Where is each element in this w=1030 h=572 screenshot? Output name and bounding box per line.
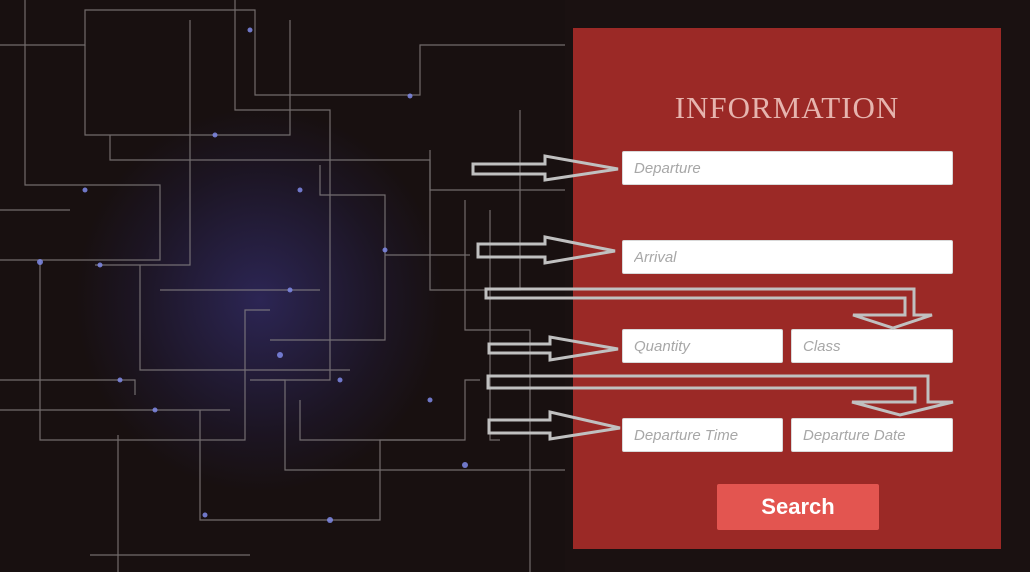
panel-title: INFORMATION xyxy=(674,90,900,125)
departure-input[interactable] xyxy=(622,151,953,185)
information-panel: INFORMATION xyxy=(573,28,1001,549)
quantity-input[interactable] xyxy=(622,329,783,363)
arrival-input[interactable] xyxy=(622,240,953,274)
departure-time-input[interactable] xyxy=(622,418,783,452)
class-input[interactable] xyxy=(791,329,953,363)
circuit-lines xyxy=(0,0,565,572)
search-button[interactable]: Search xyxy=(717,484,879,530)
circuit-background xyxy=(0,0,565,572)
departure-date-input[interactable] xyxy=(791,418,953,452)
